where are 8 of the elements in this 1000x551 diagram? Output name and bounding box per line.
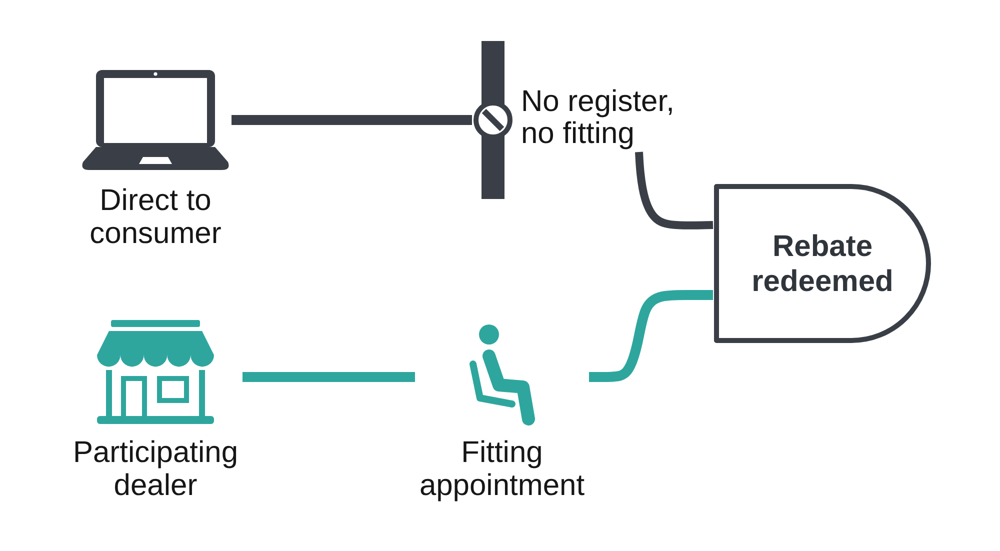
icon-caption: Fitting appointment <box>418 436 586 502</box>
annotation-text: No register, no fitting <box>521 86 676 150</box>
connector-line <box>588 290 714 382</box>
gate-label: Rebate redeemed <box>750 228 894 298</box>
connector-line <box>242 372 415 382</box>
icon-caption: Participating dealer <box>72 436 240 502</box>
icon-caption: Direct to consumer <box>88 184 222 250</box>
connector-line <box>635 151 714 230</box>
